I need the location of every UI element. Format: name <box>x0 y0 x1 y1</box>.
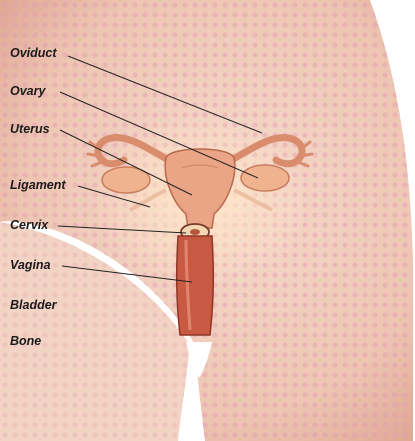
label-oviduct: Oviduct <box>10 46 57 60</box>
label-bone: Bone <box>10 334 41 348</box>
label-uterus: Uterus <box>10 122 50 136</box>
vaginal-canal <box>177 236 214 335</box>
label-cervix: Cervix <box>10 218 48 232</box>
label-ovary: Ovary <box>10 84 45 98</box>
right-ovary <box>241 165 289 191</box>
label-bladder: Bladder <box>10 298 57 312</box>
label-ligament: Ligament <box>10 178 66 192</box>
label-vagina: Vagina <box>10 258 51 272</box>
